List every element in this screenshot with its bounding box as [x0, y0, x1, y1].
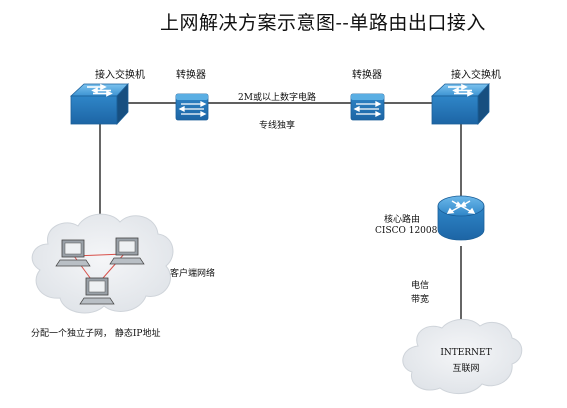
converter-right-icon [350, 93, 385, 121]
internet-cloud [402, 319, 523, 394]
diagram-title: 上网解决方案示意图--单路由出口接入 [160, 12, 486, 34]
router-model-label: CISCO 12008 [375, 226, 438, 236]
telecom-label: 电信 [411, 281, 430, 291]
subnet-note: 分配一个独立子网， 静态IP地址 [31, 329, 161, 339]
bandwidth-label: 带宽 [411, 295, 430, 305]
converter-left-icon [175, 93, 209, 121]
router-icon [437, 195, 485, 241]
converter-left-label: 转换器 [176, 70, 206, 81]
switch-left-label: 接入交换机 [95, 70, 145, 81]
client-pc-icon [55, 239, 91, 267]
client-pc-icon [79, 277, 115, 305]
switch-right-label: 接入交换机 [451, 70, 501, 81]
client-network-cloud [31, 213, 174, 314]
client-pc-icon [109, 237, 145, 265]
dedicated-line-label: 专线独享 [259, 121, 296, 131]
internet-label: INTERNET [440, 348, 492, 358]
switch-right-icon [430, 82, 490, 126]
switch-left-icon [69, 82, 129, 126]
link-capacity-label: 2M或以上数字电路 [238, 93, 316, 103]
client-network-label: 客户端网络 [170, 269, 216, 279]
router-label: 核心路由 [384, 215, 421, 225]
internet-cn-label: 互联网 [452, 364, 480, 374]
converter-right-label: 转换器 [352, 70, 382, 81]
